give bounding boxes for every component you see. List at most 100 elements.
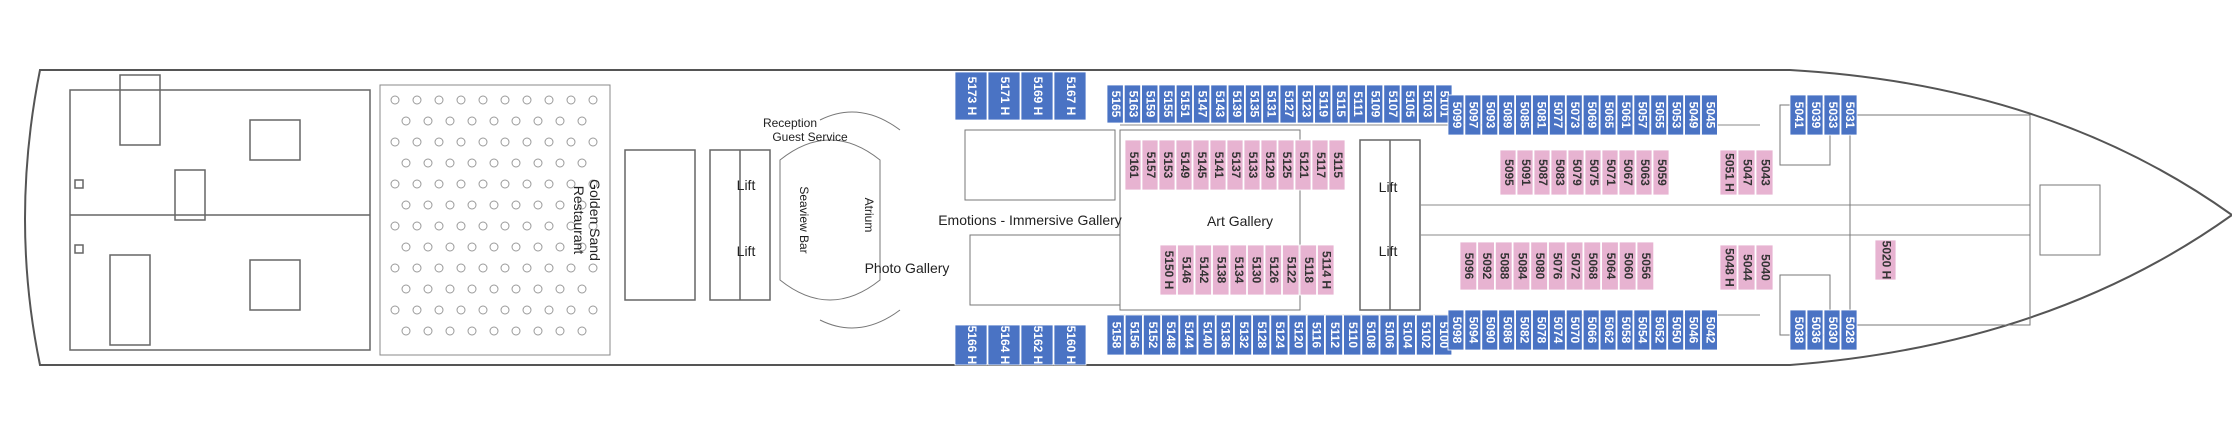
cabin[interactable]: 5058: [1616, 309, 1634, 351]
cabin[interactable]: 5095: [1499, 149, 1517, 196]
cabin[interactable]: 5122: [1282, 244, 1300, 296]
cabin[interactable]: 5056: [1636, 241, 1655, 291]
cabin[interactable]: 5162 H: [1020, 324, 1054, 366]
cabin[interactable]: 5151: [1175, 84, 1193, 124]
cabin[interactable]: 5098: [1447, 309, 1465, 351]
cabin[interactable]: 5104: [1397, 314, 1416, 356]
cabin[interactable]: 5052: [1650, 309, 1668, 351]
cabin[interactable]: 5094: [1464, 309, 1482, 351]
cabin[interactable]: 5115: [1331, 84, 1349, 124]
cabin[interactable]: 5125: [1277, 139, 1295, 191]
cabin[interactable]: 5129: [1260, 139, 1278, 191]
cabin[interactable]: 5082: [1515, 309, 1532, 351]
cabin[interactable]: 5096: [1459, 241, 1478, 291]
cabin[interactable]: 5054: [1633, 309, 1651, 351]
cabin[interactable]: 5090: [1481, 309, 1499, 351]
cabin[interactable]: 5166 H: [954, 324, 988, 366]
cabin[interactable]: 5085: [1515, 94, 1532, 136]
cabin[interactable]: 5039: [1806, 94, 1824, 136]
cabin[interactable]: 5165: [1106, 84, 1124, 124]
cabin[interactable]: 5100: [1434, 314, 1453, 356]
cabin[interactable]: 5092: [1477, 241, 1495, 291]
cabin[interactable]: 5161: [1124, 139, 1142, 191]
cabin[interactable]: 5087: [1533, 149, 1551, 196]
cabin[interactable]: 5110: [1343, 314, 1362, 356]
cabin[interactable]: 5066: [1582, 309, 1600, 351]
cabin[interactable]: 5089: [1498, 94, 1515, 136]
cabin[interactable]: 5157: [1141, 139, 1159, 191]
cabin[interactable]: 5049: [1684, 94, 1701, 136]
cabin[interactable]: 5127: [1279, 84, 1297, 124]
cabin[interactable]: 5164 H: [987, 324, 1021, 366]
cabin[interactable]: 5108: [1361, 314, 1380, 356]
cabin[interactable]: 5067: [1618, 149, 1636, 196]
cabin[interactable]: 5133: [1243, 139, 1261, 191]
cabin[interactable]: 5057: [1633, 94, 1651, 136]
cabin[interactable]: 5123: [1296, 84, 1315, 124]
cabin[interactable]: 5137: [1226, 139, 1244, 191]
cabin[interactable]: 5158: [1106, 314, 1125, 356]
cabin[interactable]: 5030: [1823, 309, 1841, 351]
cabin[interactable]: 5083: [1550, 149, 1568, 196]
cabin[interactable]: 5107: [1383, 84, 1401, 124]
cabin[interactable]: 5040: [1755, 244, 1774, 291]
cabin[interactable]: 5081: [1532, 94, 1549, 136]
cabin[interactable]: 5046: [1684, 309, 1701, 351]
cabin[interactable]: 5051 H: [1719, 149, 1738, 196]
cabin[interactable]: 5103: [1418, 84, 1436, 124]
cabin[interactable]: 5078: [1532, 309, 1549, 351]
cabin[interactable]: 5173 H: [954, 71, 988, 121]
cabin[interactable]: 5079: [1567, 149, 1585, 196]
cabin[interactable]: 5072: [1565, 241, 1584, 291]
cabin[interactable]: 5093: [1481, 94, 1499, 136]
cabin[interactable]: 5102: [1416, 314, 1435, 356]
cabin[interactable]: 5120: [1288, 314, 1307, 356]
cabin[interactable]: 5099: [1447, 94, 1465, 136]
cabin[interactable]: 5171 H: [987, 71, 1021, 121]
cabin[interactable]: 5073: [1565, 94, 1583, 136]
cabin[interactable]: 5112: [1325, 314, 1344, 356]
cabin[interactable]: 5071: [1601, 149, 1619, 196]
cabin[interactable]: 5038: [1789, 309, 1807, 351]
cabin[interactable]: 5139: [1227, 84, 1245, 124]
cabin[interactable]: 5033: [1823, 94, 1841, 136]
cabin[interactable]: 5114 H: [1317, 244, 1335, 296]
cabin[interactable]: 5041: [1789, 94, 1807, 136]
cabin[interactable]: 5048 H: [1719, 244, 1738, 291]
cabin[interactable]: 5144: [1179, 314, 1198, 356]
cabin[interactable]: 5084: [1512, 241, 1531, 291]
cabin[interactable]: 5068: [1583, 241, 1602, 291]
cabin[interactable]: 5075: [1584, 149, 1602, 196]
cabin[interactable]: 5155: [1158, 84, 1176, 124]
cabin[interactable]: 5069: [1582, 94, 1600, 136]
cabin[interactable]: 5074: [1549, 309, 1566, 351]
cabin[interactable]: 5064: [1601, 241, 1619, 291]
cabin[interactable]: 5097: [1464, 94, 1482, 136]
cabin[interactable]: 5117: [1311, 139, 1329, 191]
cabin[interactable]: 5050: [1667, 309, 1684, 351]
cabin[interactable]: 5106: [1379, 314, 1398, 356]
cabin[interactable]: 5121: [1294, 139, 1312, 191]
cabin[interactable]: 5059: [1652, 149, 1670, 196]
cabin[interactable]: 5146: [1177, 244, 1195, 296]
cabin[interactable]: 5138: [1212, 244, 1230, 296]
cabin[interactable]: 5091: [1516, 149, 1534, 196]
cabin[interactable]: 5124: [1270, 314, 1289, 356]
cabin[interactable]: 5036: [1806, 309, 1824, 351]
cabin[interactable]: 5150 H: [1159, 244, 1177, 296]
cabin[interactable]: 5140: [1197, 314, 1216, 356]
cabin[interactable]: 5047: [1737, 149, 1756, 196]
cabin[interactable]: 5131: [1262, 84, 1280, 124]
cabin[interactable]: 5159: [1141, 84, 1159, 124]
cabin[interactable]: 5135: [1245, 84, 1263, 124]
cabin[interactable]: 5063: [1635, 149, 1653, 196]
cabin[interactable]: 5044: [1737, 244, 1756, 291]
cabin[interactable]: 5141: [1209, 139, 1227, 191]
cabin[interactable]: 5088: [1495, 241, 1513, 291]
cabin[interactable]: 5031: [1840, 94, 1858, 136]
cabin[interactable]: 5134: [1229, 244, 1247, 296]
cabin[interactable]: 5105: [1400, 84, 1418, 124]
cabin[interactable]: 5160 H: [1053, 324, 1087, 366]
cabin[interactable]: 5062: [1599, 309, 1617, 351]
cabin[interactable]: 5080: [1530, 241, 1548, 291]
